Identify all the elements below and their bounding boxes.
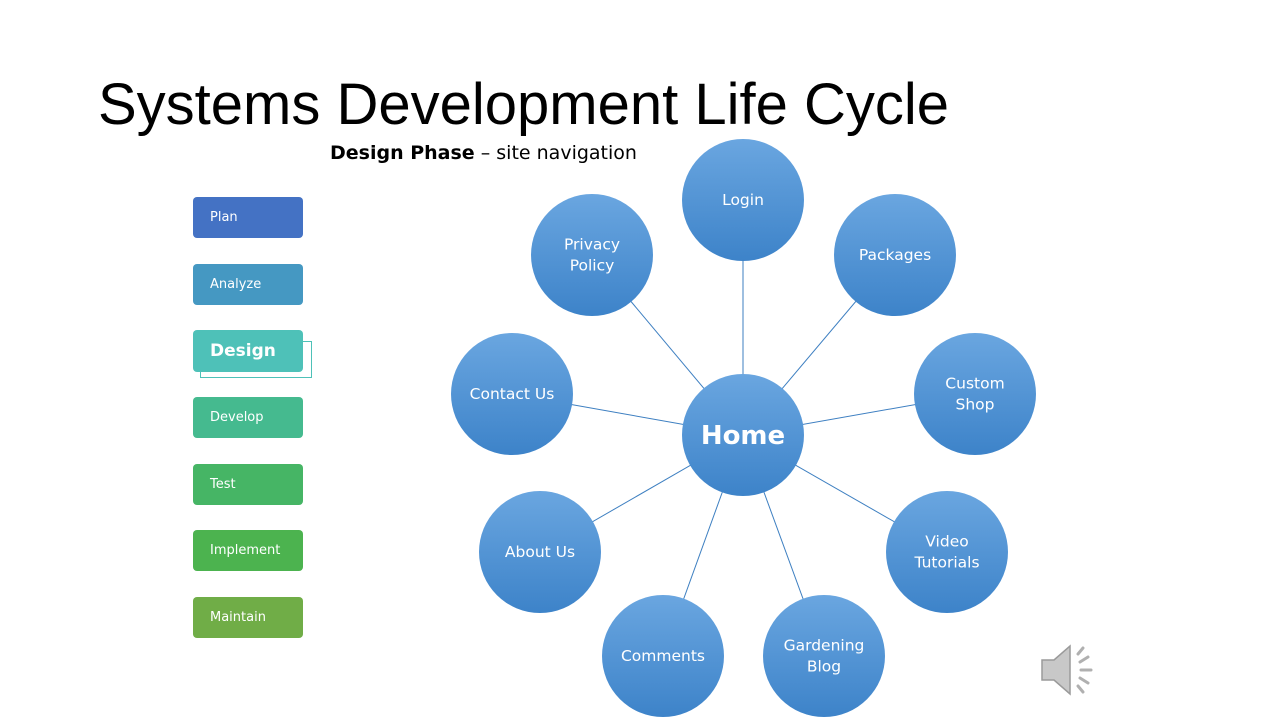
node-label-video-tutorials: Video bbox=[925, 533, 968, 551]
node-comments bbox=[602, 595, 724, 717]
phase-develop: Develop bbox=[193, 397, 303, 438]
node-label-gardening-blog: Gardening bbox=[784, 637, 865, 655]
node-label-contact-us: Contact Us bbox=[470, 385, 555, 403]
node-packages bbox=[834, 194, 956, 316]
node-label-login: Login bbox=[722, 191, 764, 209]
node-label-privacy-policy: Policy bbox=[570, 257, 615, 275]
slide-subtitle: Design Phase – site navigation bbox=[330, 142, 637, 164]
node-label-home: Home bbox=[701, 421, 785, 451]
phase-plan: Plan bbox=[193, 197, 303, 238]
node-label-custom-shop: Shop bbox=[956, 396, 995, 414]
node-login bbox=[682, 139, 804, 261]
slide-title: Systems Development Life Cycle bbox=[98, 72, 949, 137]
node-gardening-blog bbox=[763, 595, 885, 717]
node-label-packages: Packages bbox=[859, 246, 931, 264]
phase-implement: Implement bbox=[193, 530, 303, 571]
node-contact-us bbox=[451, 333, 573, 455]
phase-analyze: Analyze bbox=[193, 264, 303, 305]
phase-test: Test bbox=[193, 464, 303, 505]
node-label-gardening-blog: Blog bbox=[807, 658, 841, 676]
node-about-us bbox=[479, 491, 601, 613]
node-label-about-us: About Us bbox=[505, 543, 575, 561]
subtitle-topic: – site navigation bbox=[474, 142, 637, 164]
node-custom-shop bbox=[914, 333, 1036, 455]
node-home bbox=[682, 374, 804, 496]
phase-maintain: Maintain bbox=[193, 597, 303, 638]
node-label-video-tutorials: Tutorials bbox=[913, 554, 979, 572]
subtitle-phase: Design Phase bbox=[330, 142, 475, 164]
node-video-tutorials bbox=[886, 491, 1008, 613]
node-label-comments: Comments bbox=[621, 647, 705, 665]
node-label-privacy-policy: Privacy bbox=[564, 236, 620, 254]
speaker-icon[interactable] bbox=[1040, 640, 1104, 704]
node-privacy-policy bbox=[531, 194, 653, 316]
node-label-custom-shop: Custom bbox=[945, 375, 1004, 393]
phase-design: Design bbox=[193, 330, 303, 372]
